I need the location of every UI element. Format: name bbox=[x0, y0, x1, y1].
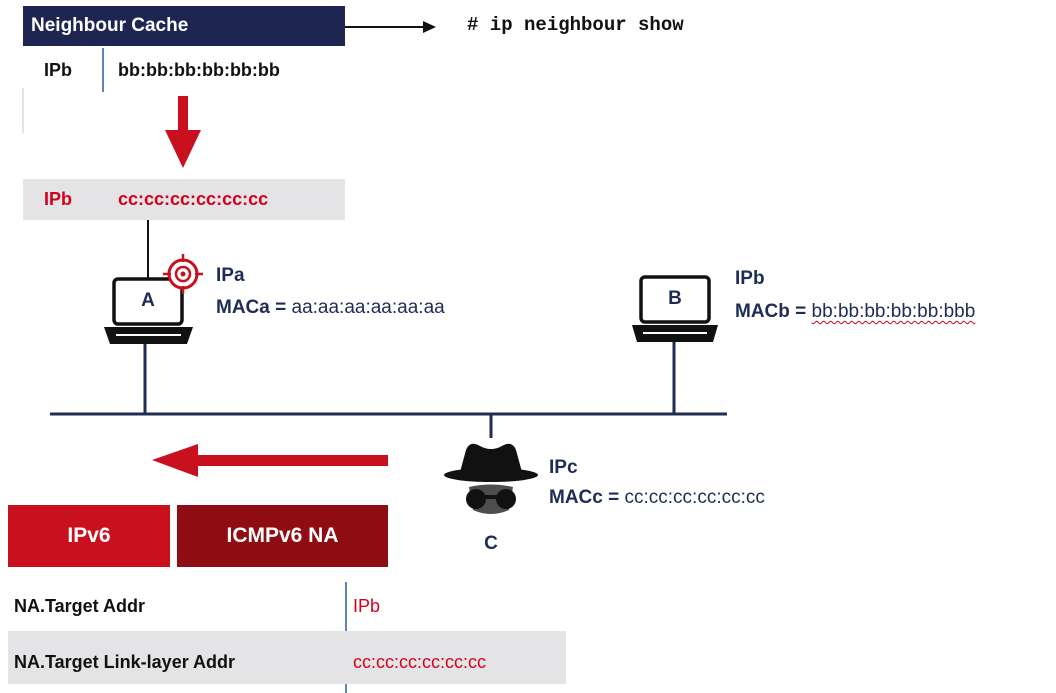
neighbour-cache-title: Neighbour Cache bbox=[23, 6, 345, 46]
host-c-ip: IPc bbox=[549, 457, 578, 478]
command-arrow bbox=[345, 21, 436, 33]
host-a-mac: aa:aa:aa:aa:aa:aa bbox=[291, 297, 445, 318]
host-a-mac-line: MACa = aa:aa:aa:aa:aa:aa bbox=[216, 297, 445, 319]
host-b-ip: IPb bbox=[735, 268, 765, 289]
na-send-arrow bbox=[152, 444, 388, 477]
cache-entry-after-ip: IPb bbox=[44, 189, 73, 209]
field-row-highlight bbox=[8, 631, 566, 684]
laptop-b-icon bbox=[632, 275, 718, 342]
field-target-lladdr-value: cc:cc:cc:cc:cc:cc bbox=[353, 652, 487, 672]
field-target-lladdr-label: NA.Target Link-layer Addr bbox=[14, 652, 236, 672]
host-a-mac-label: MACa = bbox=[216, 297, 287, 318]
host-c-mac-label: MACc = bbox=[549, 487, 620, 508]
packet-layer-icmpv6-na: ICMPv6 NA bbox=[177, 505, 388, 567]
host-a-ip: IPa bbox=[216, 265, 245, 286]
host-b-label: B bbox=[668, 288, 682, 309]
cache-entry-after-mac: cc:cc:cc:cc:cc:cc bbox=[118, 189, 269, 209]
host-b-mac-label: MACb = bbox=[735, 301, 807, 322]
cache-entry-before-ip: IPb bbox=[44, 60, 73, 80]
target-icon bbox=[163, 254, 203, 294]
host-a-label: A bbox=[141, 290, 155, 311]
command-text: # ip neighbour show bbox=[467, 14, 684, 36]
host-c-mac-line: MACc = cc:cc:cc:cc:cc:cc bbox=[549, 487, 765, 509]
laptop-a-icon bbox=[104, 277, 193, 344]
host-b-mac-line: MACb = bb:bb:bb:bb:bb:bbb bbox=[735, 301, 975, 323]
field-target-addr-value: IPb bbox=[353, 596, 381, 616]
cache-entry-after-row bbox=[23, 179, 345, 220]
cache-entry-before-mac: bb:bb:bb:bb:bb:bb bbox=[118, 60, 280, 80]
host-b-mac: bb:bb:bb:bb:bb:bbb bbox=[811, 301, 976, 322]
host-c-label: C bbox=[484, 533, 498, 554]
network-bus bbox=[50, 342, 727, 438]
field-target-addr-label: NA.Target Addr bbox=[14, 596, 146, 616]
attacker-spy-icon bbox=[444, 443, 538, 514]
packet-layer-ipv6: IPv6 bbox=[8, 505, 170, 567]
host-c-mac: cc:cc:cc:cc:cc:cc bbox=[624, 487, 765, 508]
cache-update-arrow bbox=[165, 96, 201, 168]
